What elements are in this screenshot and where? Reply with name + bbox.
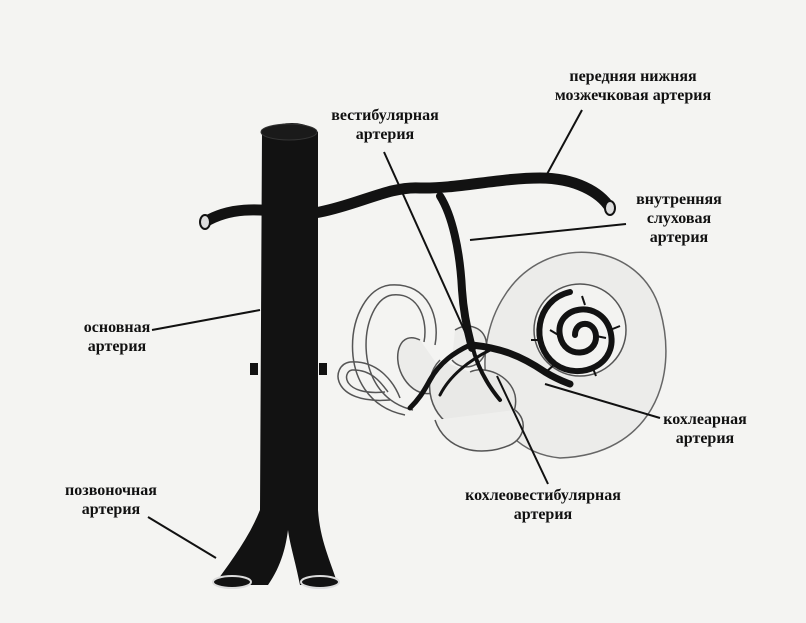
label-aica: передняя нижняя мозжечковая артерия (538, 67, 728, 105)
label-basilar-artery: основная артерия (62, 318, 172, 356)
label-vertebral-artery: позвоночная артерия (46, 481, 176, 519)
leader-vertebral (148, 517, 216, 558)
label-vestibular-artery: вестибулярная артерия (310, 106, 460, 144)
label-cochleovestibular-artery: кохлеовестибулярная артерия (418, 486, 668, 524)
label-cochlear-artery: кохлеарная артерия (650, 410, 760, 448)
leader-aica (546, 110, 582, 176)
leader-internal-auditory (470, 224, 626, 240)
label-internal-auditory-artery: внутренняя слуховая артерия (624, 190, 734, 247)
